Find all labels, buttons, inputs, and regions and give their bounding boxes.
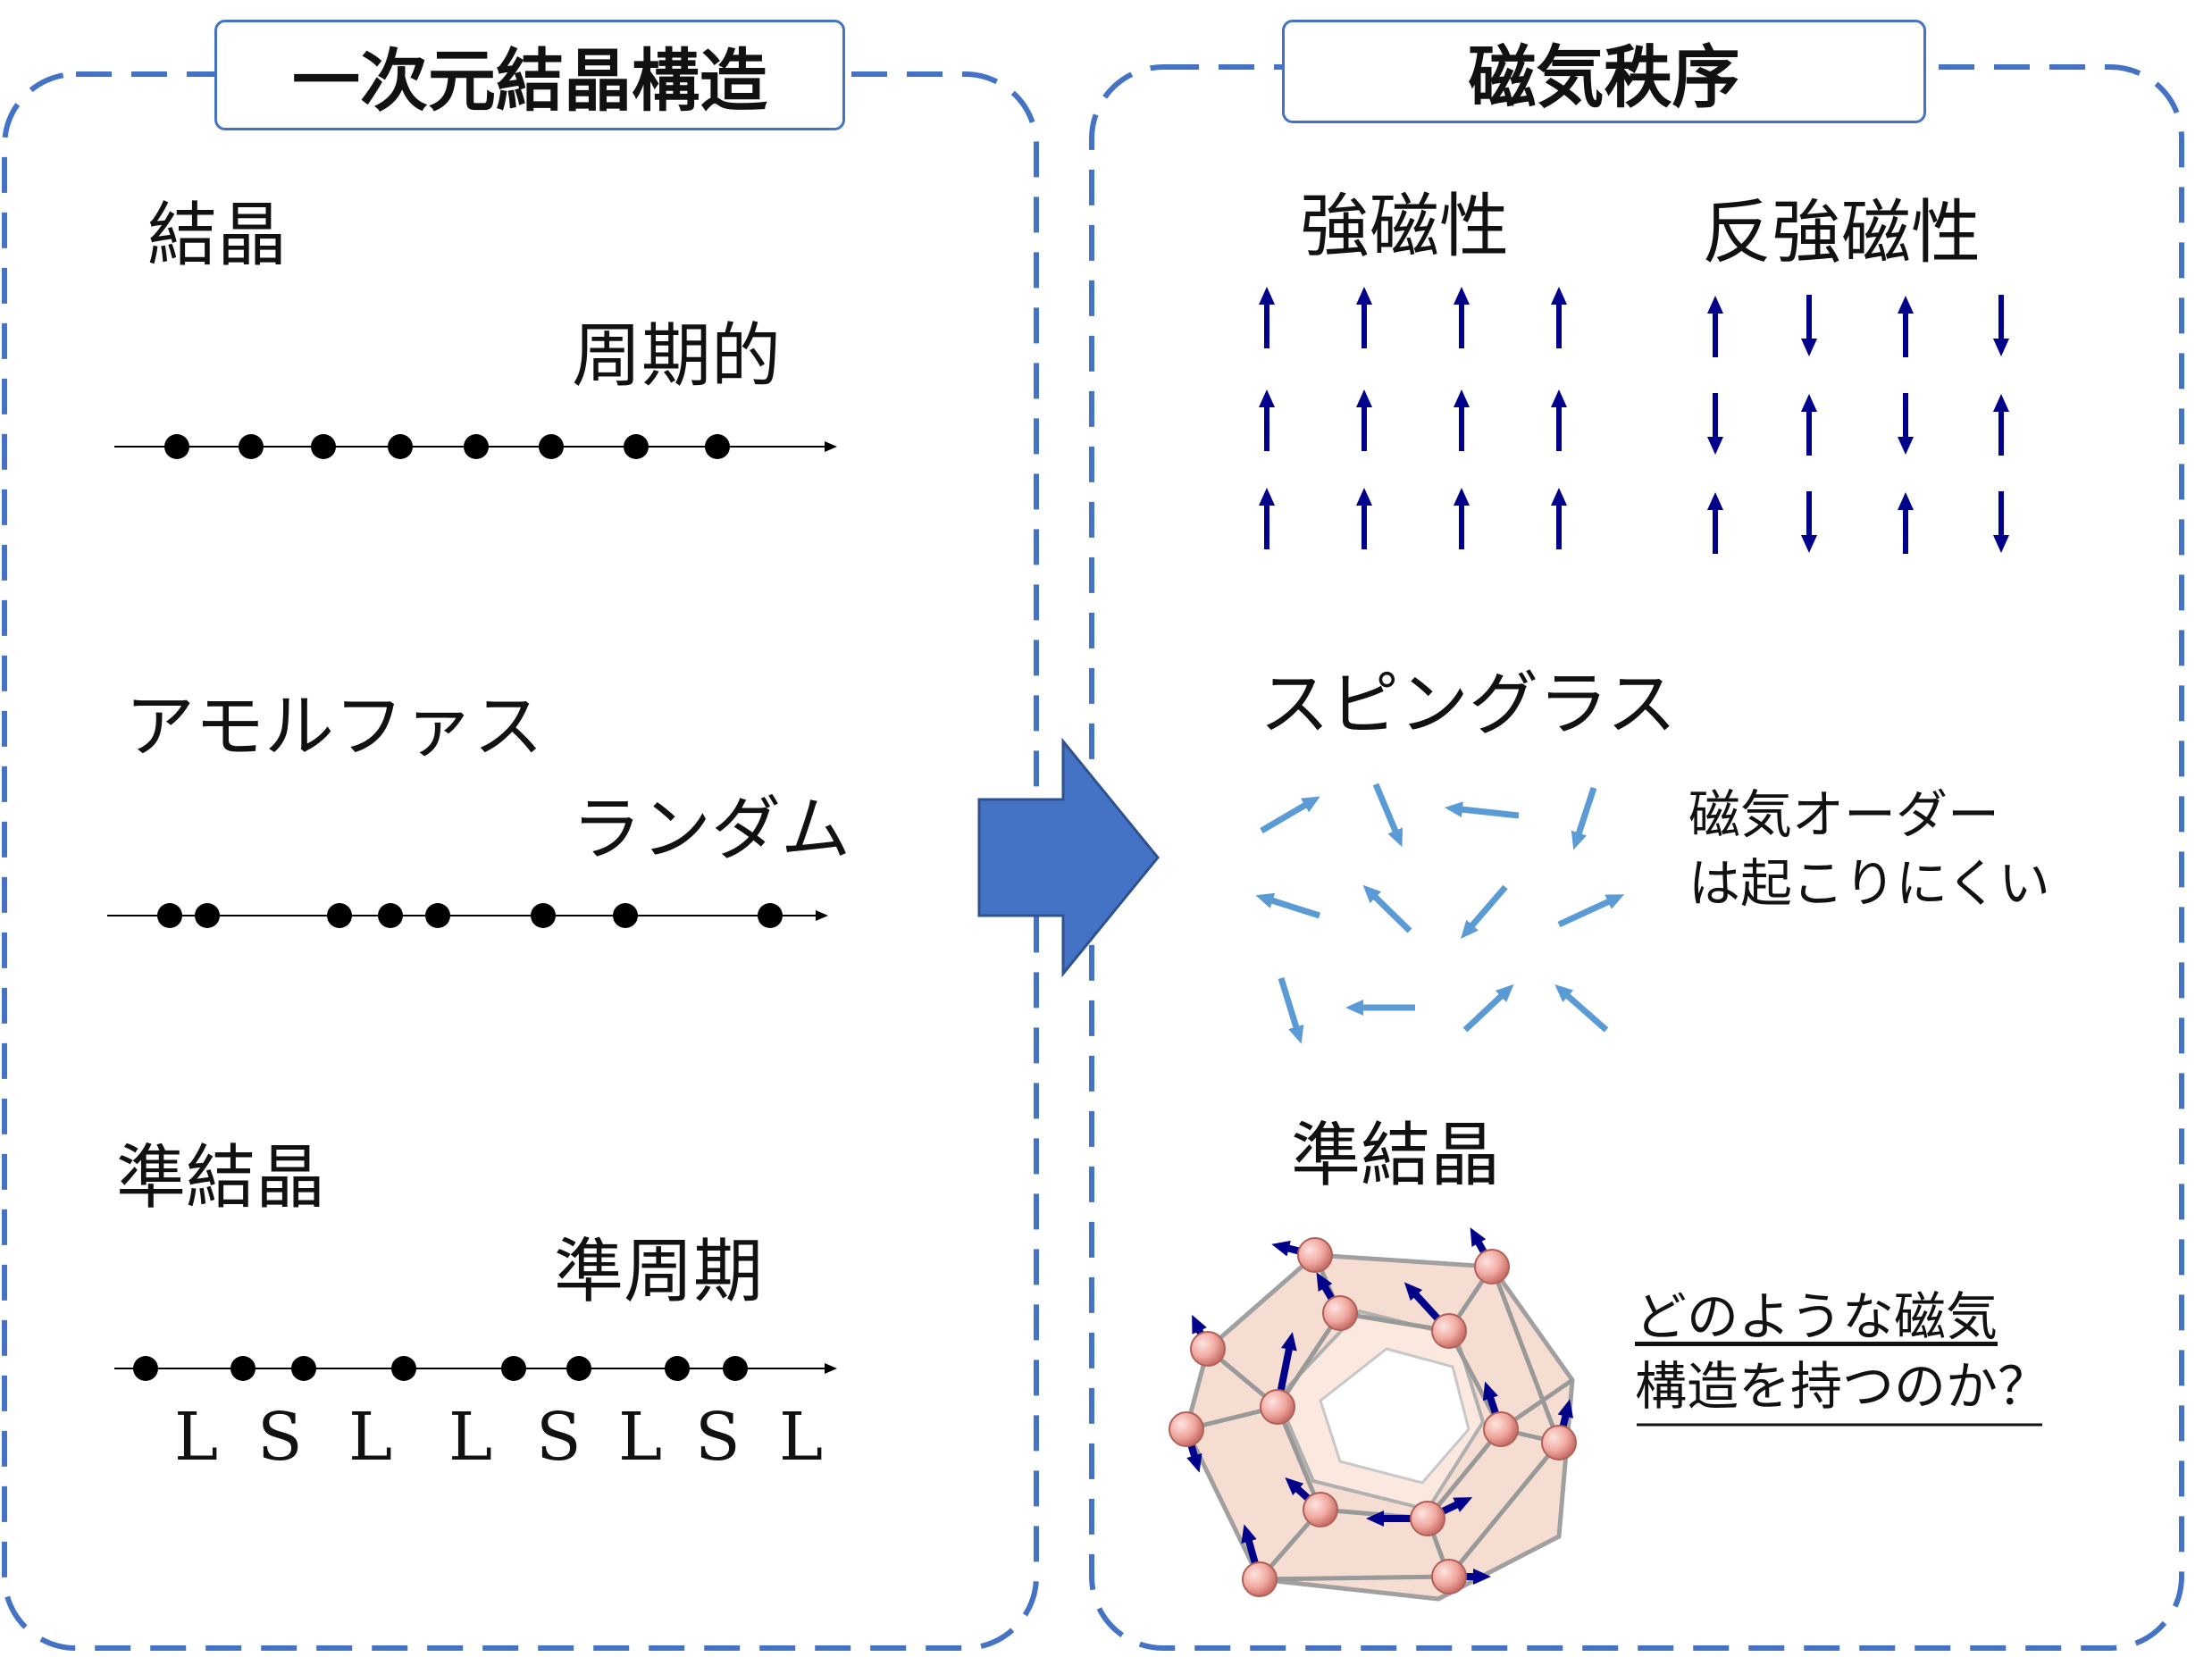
amorphous-descriptor: ランダム (572, 790, 851, 870)
ferromagnet-spin-grid (1259, 287, 1567, 549)
spin-arrow (1278, 976, 1304, 1044)
sequence-letter: L (448, 1399, 493, 1476)
cluster-atom (1483, 1411, 1519, 1447)
cluster-atom (1297, 1237, 1333, 1273)
atom-dot (291, 1356, 316, 1381)
sequence-letter: L (779, 1399, 824, 1476)
spin-arrow (1462, 983, 1514, 1033)
atom-dot (665, 1356, 690, 1381)
cluster-atom (1242, 1561, 1278, 1597)
cluster-hole (1319, 1347, 1470, 1485)
cluster-atoms (1169, 1237, 1577, 1597)
antiferromagnet-spin-grid (1707, 295, 2009, 554)
atom-dot (388, 434, 413, 459)
atom-dot (157, 903, 182, 928)
spin-arrow (1372, 782, 1403, 848)
quasicrystal-atoms (133, 1356, 748, 1381)
spin-glass-note-line2: は起こりにくい (1688, 853, 2050, 914)
cluster-atom (1260, 1389, 1295, 1425)
atom-dot (464, 434, 489, 459)
spin-arrow (1260, 796, 1320, 834)
sequence-letter: L (348, 1399, 393, 1476)
quasicrystal-descriptor: 準周期 (554, 1232, 764, 1312)
sequence-letter: S (257, 1399, 303, 1476)
crystal-atoms (164, 434, 730, 459)
cluster-atom (1169, 1411, 1204, 1447)
quasicrystal-magnet-label: 準結晶 (1291, 1116, 1501, 1196)
question-line1: どのような磁気 (1635, 1286, 1998, 1347)
crystal-label: 結晶 (147, 196, 288, 276)
atom-dot (705, 434, 730, 459)
amorphous-label: アモルファス (125, 687, 544, 767)
cluster-atom (1303, 1492, 1338, 1527)
cluster-atom (1541, 1425, 1577, 1460)
atom-dot (758, 903, 783, 928)
cluster-atom (1322, 1295, 1358, 1331)
atom-dot (230, 1356, 256, 1381)
amorphous-atoms (157, 903, 783, 928)
cluster-atom (1190, 1331, 1226, 1367)
atom-dot (164, 434, 189, 459)
atom-dot (391, 1356, 416, 1381)
sequence-letter: L (618, 1399, 663, 1476)
sequence-letter: S (536, 1399, 582, 1476)
spin-glass-label: スピングラス (1260, 665, 1677, 745)
atom-dot (311, 434, 336, 459)
atom-dot (624, 434, 649, 459)
spin-glass-note-line1: 磁気オーダー (1688, 784, 2000, 845)
cluster-atom (1474, 1249, 1510, 1285)
atom-dot (501, 1356, 526, 1381)
sequence-letter: L (174, 1399, 219, 1476)
right-panel-title: 磁気秩序 (1282, 20, 1926, 123)
atom-dot (327, 903, 352, 928)
spin-arrow (1557, 894, 1625, 928)
transition-arrow (977, 737, 1160, 978)
atom-dot (133, 1356, 158, 1381)
cluster-atom (1431, 1559, 1467, 1594)
ferromagnet-label: 強磁性 (1300, 187, 1510, 267)
antiferromagnet-label: 反強磁性 (1702, 193, 1982, 273)
atom-dot (378, 903, 403, 928)
atom-dot (531, 903, 556, 928)
atom-dot (425, 903, 450, 928)
spin-arrow (1362, 884, 1412, 933)
left-panel-frame (2, 71, 1039, 1651)
quasicrystal-label: 準結晶 (116, 1138, 326, 1218)
atom-dot (723, 1356, 748, 1381)
atom-dot (566, 1356, 591, 1381)
atom-dot (195, 903, 220, 928)
spin-arrow (1571, 786, 1597, 850)
atom-dot (539, 434, 564, 459)
question-line2: 構造を持つのか？ (1635, 1356, 2050, 1417)
spin-arrow (1461, 884, 1508, 939)
crystal-descriptor: 周期的 (572, 316, 782, 397)
cluster-atom (1431, 1313, 1467, 1349)
spin-arrow (1445, 801, 1520, 819)
atom-dot (239, 434, 264, 459)
spin-glass-arrows (1255, 782, 1625, 1044)
left-panel-title: 一次元結晶構造 (214, 20, 845, 130)
atom-dot (613, 903, 638, 928)
cluster-atom (1410, 1501, 1445, 1536)
spin-arrow (1255, 892, 1321, 919)
sequence-letter: S (695, 1399, 741, 1476)
icosahedral-cluster (1169, 1227, 1577, 1602)
spin-arrow (1554, 984, 1609, 1033)
